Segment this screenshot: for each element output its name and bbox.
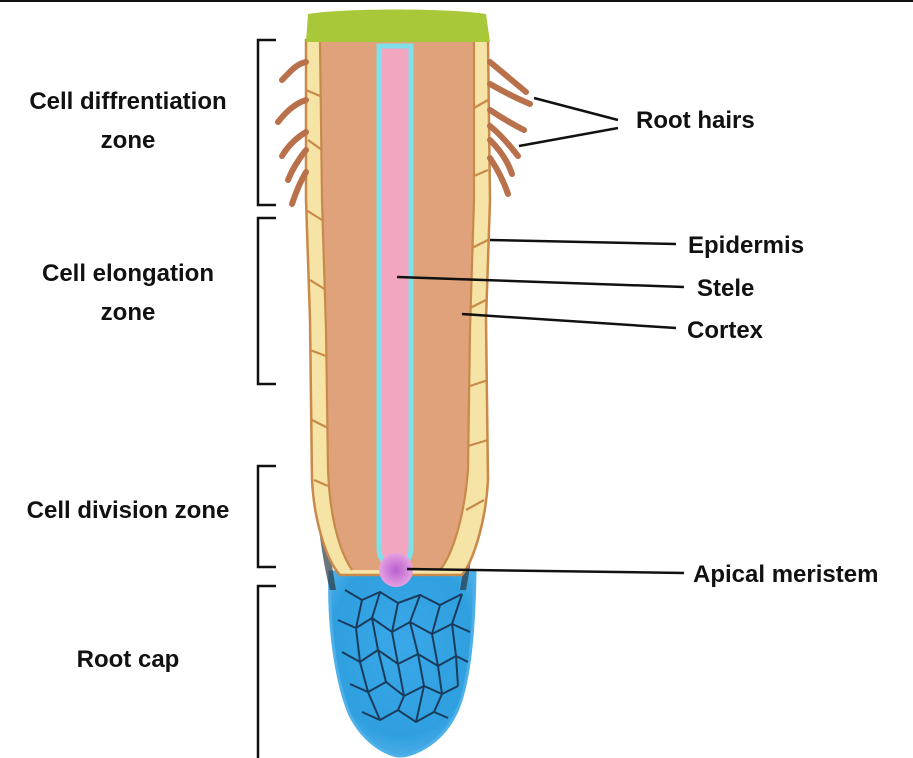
epidermis-leader — [490, 240, 676, 244]
top-cut-shape — [306, 10, 490, 43]
division-zone-bracket — [258, 466, 276, 567]
root-hairs-leader-1 — [534, 98, 618, 120]
differentiation-zone-bracket — [258, 40, 276, 205]
elongation-zone-label-line2: zone — [101, 299, 156, 326]
elongation-zone-bracket — [258, 218, 276, 384]
division-zone-label: Cell division zone — [27, 497, 230, 524]
root-illustration — [278, 10, 530, 757]
stele-label: Stele — [697, 275, 754, 302]
elongation-zone-label-line1: Cell elongation — [42, 260, 214, 287]
root-cap-bracket — [258, 586, 276, 758]
root-cap-shape — [330, 572, 475, 756]
root-hairs-label: Root hairs — [636, 107, 755, 134]
differentiation-zone-label-line2: zone — [101, 127, 156, 154]
cortex-leader — [462, 314, 676, 328]
root-cap-label: Root cap — [77, 646, 180, 673]
epidermis-label: Epidermis — [688, 232, 804, 259]
differentiation-zone-label-line1: Cell diffrentiation — [29, 88, 226, 115]
apical-meristem-label: Apical meristem — [693, 561, 878, 588]
cortex-label: Cortex — [687, 317, 764, 344]
stele-shape — [379, 46, 411, 566]
root-hairs-leader-2 — [519, 128, 618, 146]
